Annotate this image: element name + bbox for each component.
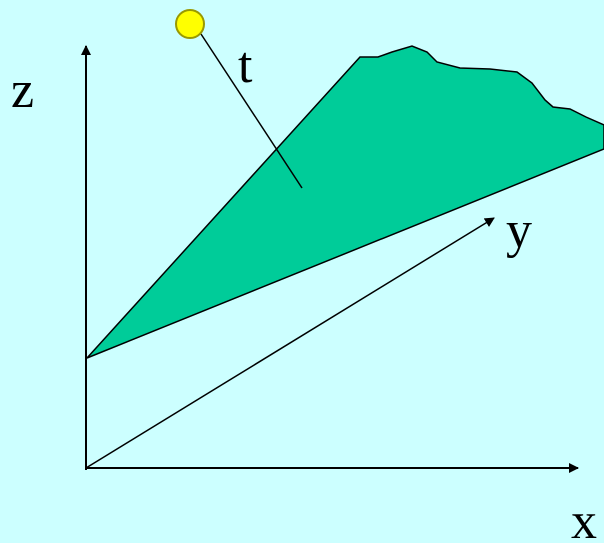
z-axis-label: z <box>11 62 34 119</box>
t-marker-label: t <box>238 37 253 94</box>
y-axis-label: y <box>506 202 532 259</box>
tilted-plane <box>86 45 604 359</box>
y-axis-line <box>85 217 495 469</box>
t-marker-stem <box>200 33 303 189</box>
x-axis-label: x <box>571 493 597 543</box>
t-marker-head <box>175 9 205 39</box>
